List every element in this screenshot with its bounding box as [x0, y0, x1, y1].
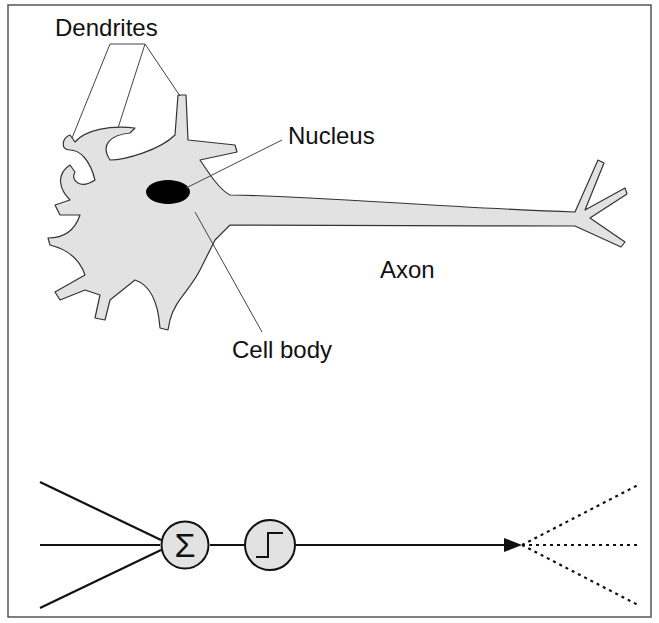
neuron-shape — [48, 95, 627, 330]
leader-lines — [72, 44, 282, 332]
part-label: Nucleus — [288, 124, 375, 148]
model-wires — [40, 482, 508, 608]
frame — [8, 5, 651, 617]
output-branches — [522, 484, 640, 606]
part-label: Cell body — [232, 338, 332, 362]
part-label: Dendrites — [55, 16, 158, 40]
nucleus — [146, 180, 190, 204]
sigma-symbol: Σ — [160, 520, 210, 570]
step-function — [245, 520, 295, 570]
summation-circle: Σ — [160, 520, 210, 570]
part-label: Axon — [380, 258, 435, 282]
arrowhead — [504, 538, 522, 552]
